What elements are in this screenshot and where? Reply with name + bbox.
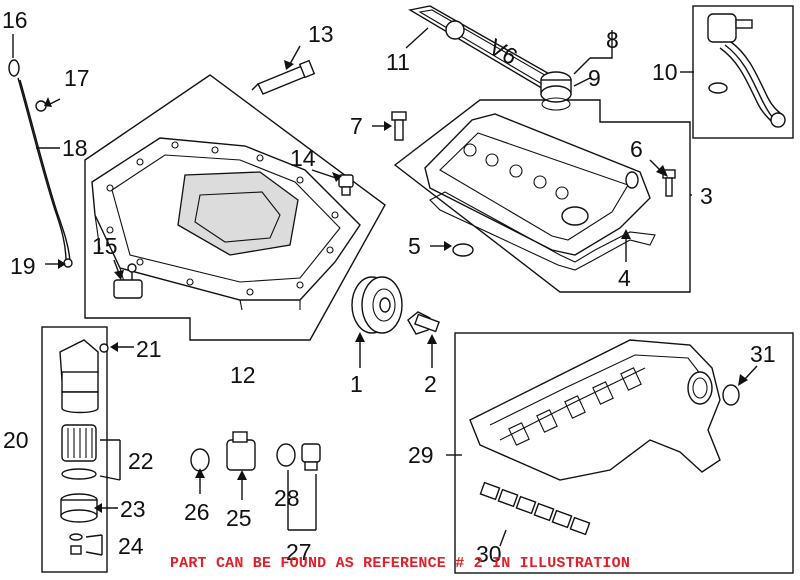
callout-5: 5 [408,233,421,259]
intake-manifold [469,339,721,481]
valve-cover [424,113,651,256]
drain-plug [338,174,354,196]
callout-28: 28 [274,485,300,511]
oil-filter-housing [59,339,99,414]
callout-19: 19 [10,253,36,279]
callout-15: 15 [92,233,118,259]
o-ring-31 [722,384,740,406]
callout-14: 14 [290,145,316,171]
oil-pan-group-box [84,74,386,341]
oil-filter-box [41,326,108,573]
housing-seal [99,343,109,353]
cover-bolt [391,111,407,141]
callout-9: 9 [588,65,601,91]
callout-29: 29 [408,442,434,468]
callout-8: 8 [606,27,619,53]
callout-21: 21 [136,336,162,362]
callout-12: 12 [230,362,256,388]
callout-17: 17 [64,65,90,91]
crankshaft-pulley [351,276,403,334]
callout-16: 16 [2,7,28,33]
engine-cover: V6 [408,5,562,91]
callout-25: 25 [226,505,252,531]
callout-30: 30 [476,541,502,567]
callout-11: 11 [386,49,410,75]
intake-manifold-box [454,332,794,574]
callout-numbers: 1 2 3 4 5 6 7 8 9 10 11 12 13 14 15 16 1… [2,7,776,567]
oil-filter-element [61,424,97,480]
callout-31: 31 [750,341,776,367]
sensor-27 [301,443,321,471]
oil-level-sensor [113,263,143,299]
sealant-tube [251,59,316,95]
drain-plug-small [69,533,83,555]
oil-pan [91,137,361,311]
leader-lines [36,27,758,556]
callout-20: 20 [3,427,29,453]
valve-cover-group-box [393,99,691,293]
oil-pressure-switch [226,431,256,471]
callout-4: 4 [618,265,631,291]
o-ring-26 [190,448,210,472]
callout-10: 10 [652,59,678,85]
callout-18: 18 [62,135,88,161]
callout-22: 22 [128,448,154,474]
pulley-bolt [407,311,440,335]
intake-gaskets [479,481,591,536]
callout-3: 3 [700,183,713,209]
spark-plug-seal [452,243,474,257]
callout-7: 7 [350,113,363,139]
o-ring-28 [276,443,296,467]
callout-24: 24 [118,533,144,559]
callout-2: 2 [424,371,437,397]
pcv-hose [707,13,786,128]
filter-cap [60,493,98,523]
valve-cover-gasket [429,191,656,271]
callout-23: 23 [120,496,146,522]
callout-26: 26 [184,499,210,525]
oil-filler-cap [540,71,572,111]
callout-1: 1 [350,371,363,397]
callout-13: 13 [308,21,334,47]
reference-note: PART CAN BE FOUND AS REFERENCE # 2 IN IL… [169,555,631,572]
callout-6: 6 [630,136,643,162]
callout-27: 27 [286,539,312,565]
